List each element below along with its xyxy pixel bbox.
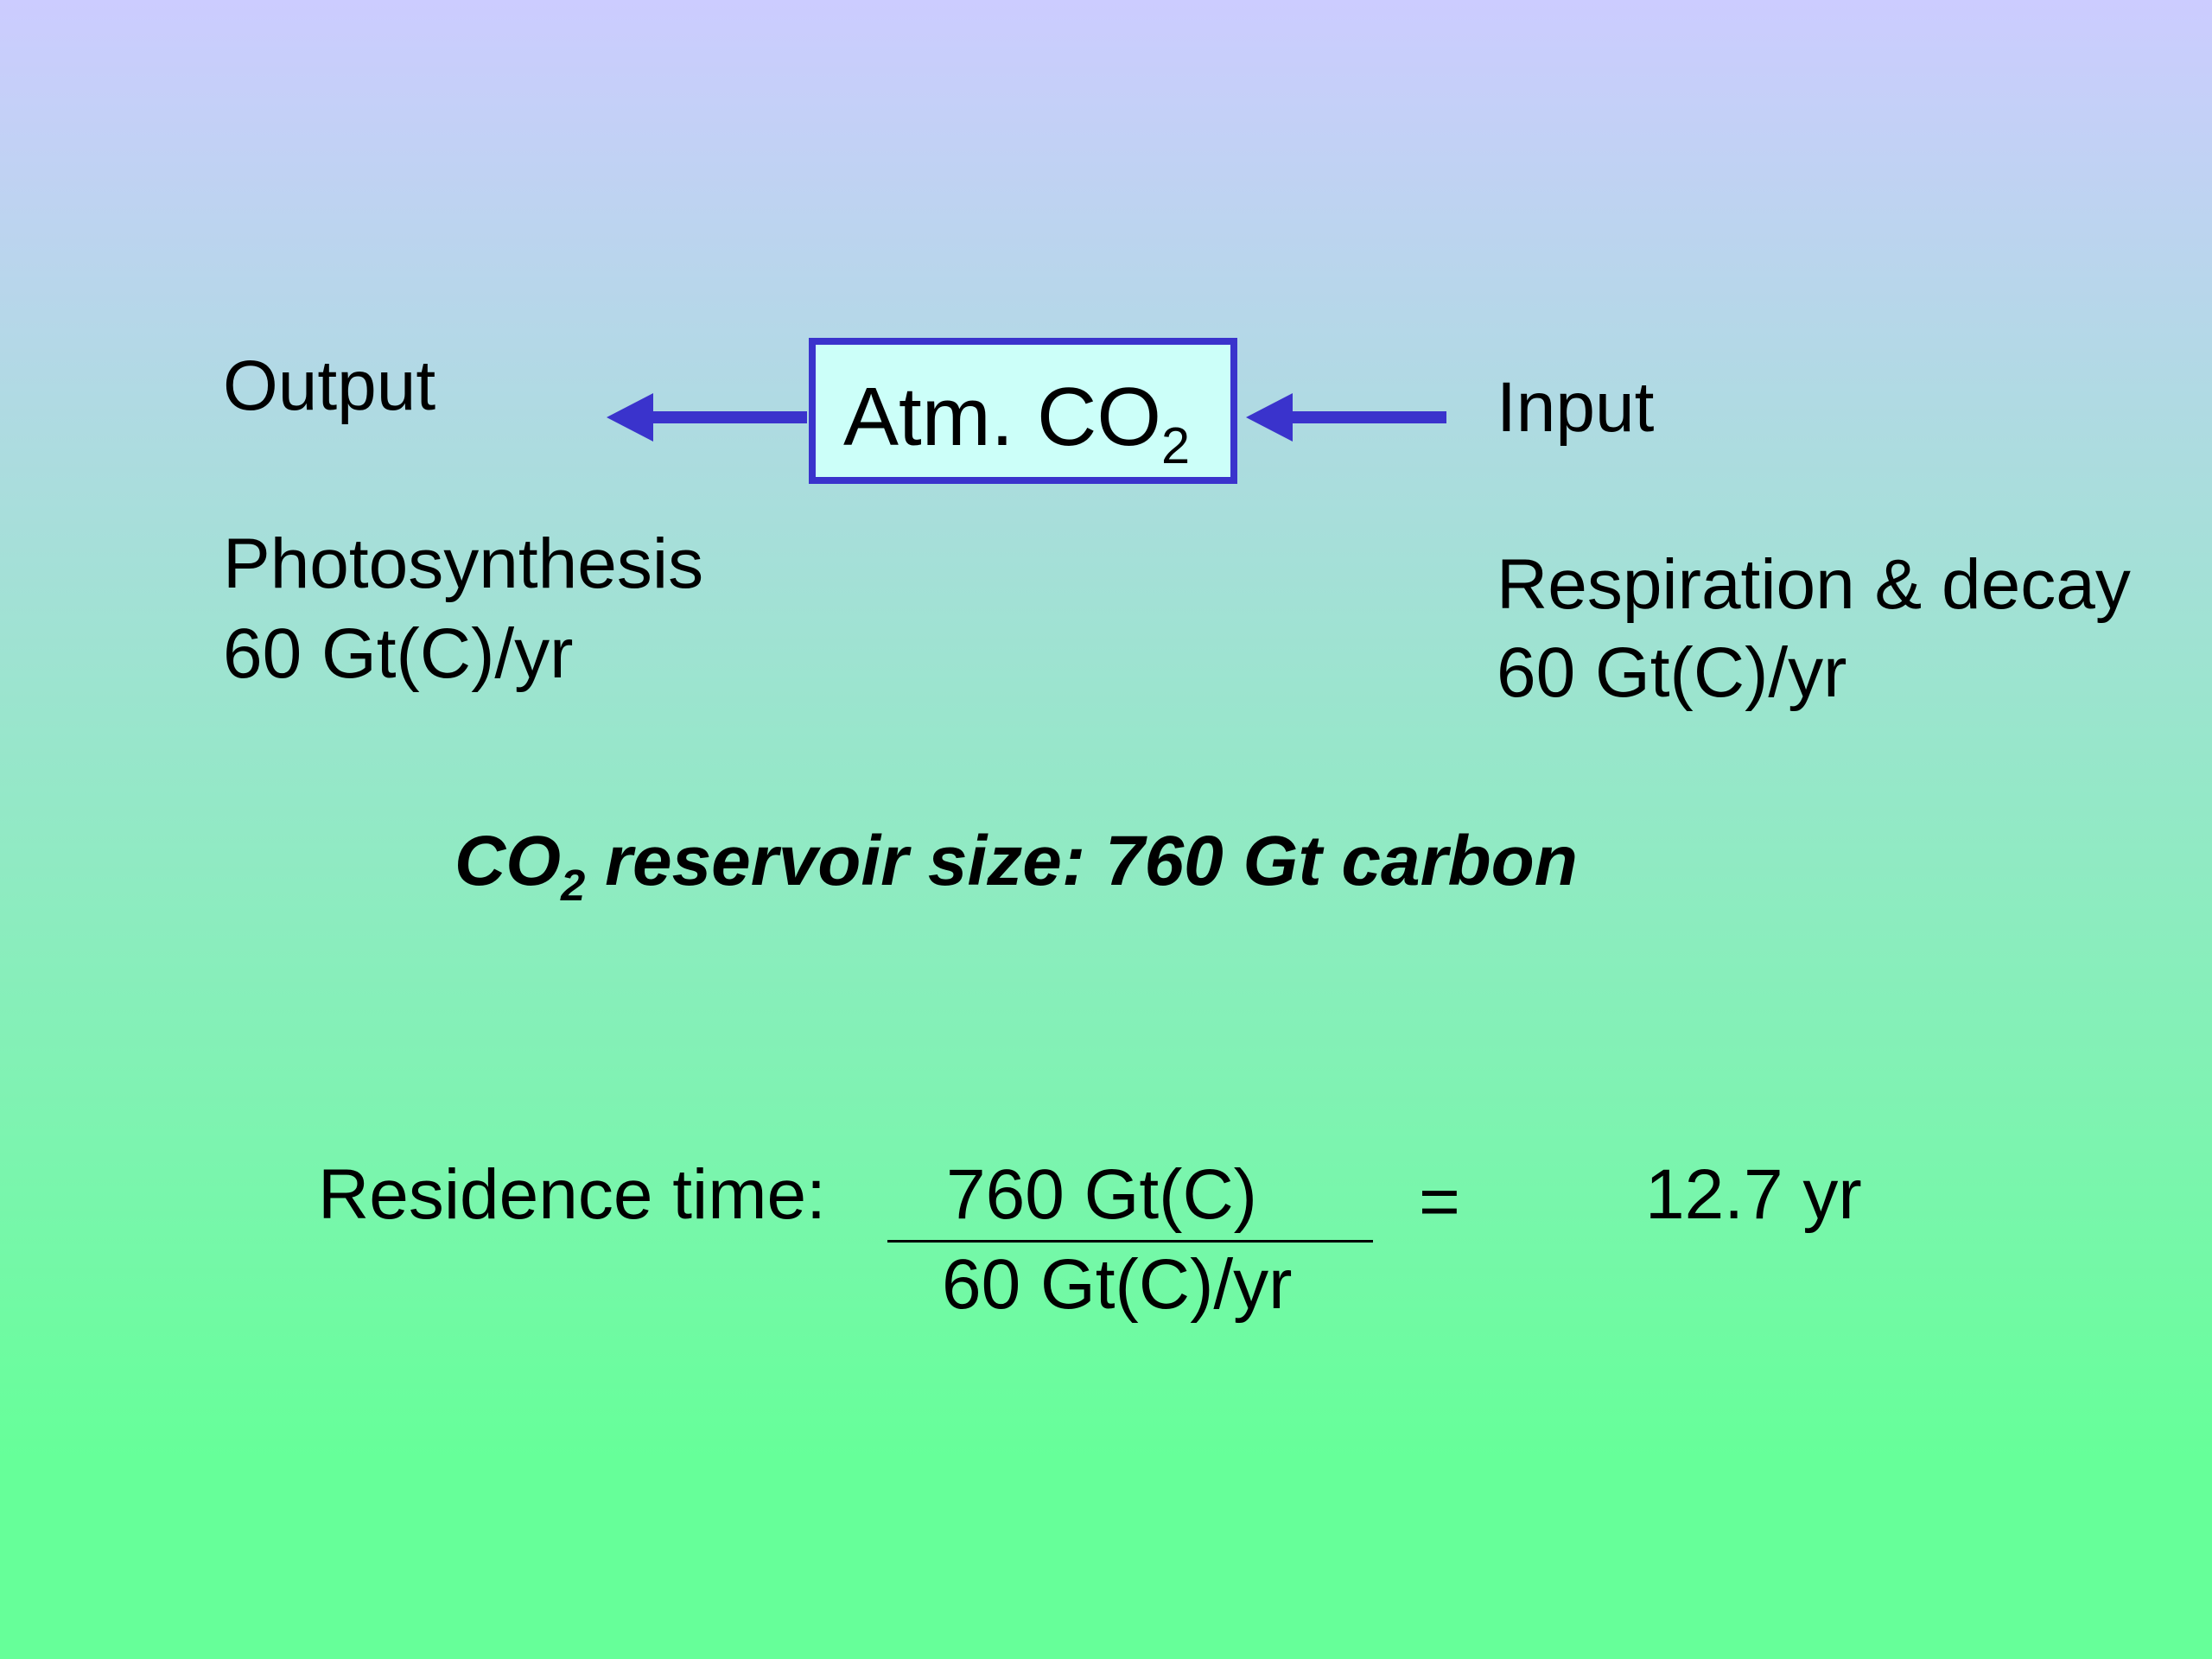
output-heading: Output — [223, 346, 436, 425]
input-heading: Input — [1497, 368, 1655, 447]
reservoir-size-text: reservoir size: 760 Gt carbon — [585, 822, 1578, 900]
residence-time-result: 12.7 yr — [1645, 1155, 1862, 1234]
fraction-denominator: 60 Gt(C)/yr — [942, 1245, 1293, 1324]
output-arrow-head — [607, 393, 653, 442]
atmospheric-co2-label: Atm. CO2 — [843, 376, 1190, 472]
box-label-main: Atm. CO — [843, 371, 1162, 463]
output-process: Photosynthesis — [223, 524, 704, 603]
fraction-bar — [887, 1240, 1373, 1243]
input-flux: 60 Gt(C)/yr — [1497, 633, 1847, 712]
box-label-subscript: 2 — [1161, 416, 1191, 475]
input-process: Respiration & decay — [1497, 545, 2131, 624]
output-flux: 60 Gt(C)/yr — [223, 614, 574, 693]
atmospheric-co2-box: Atm. CO2 — [809, 338, 1237, 484]
output-arrow — [607, 393, 807, 442]
reservoir-size-statement: CO2 reservoir size: 760 Gt carbon — [454, 826, 1578, 908]
input-arrow — [1246, 393, 1446, 442]
input-arrow-head — [1246, 393, 1293, 442]
fraction-numerator: 760 Gt(C) — [946, 1155, 1257, 1234]
reservoir-co2-prefix: CO — [454, 822, 561, 900]
reservoir-co2-subscript: 2 — [561, 861, 586, 911]
residence-time-label: Residence time: — [318, 1155, 826, 1234]
equals-sign: = — [1419, 1162, 1460, 1241]
